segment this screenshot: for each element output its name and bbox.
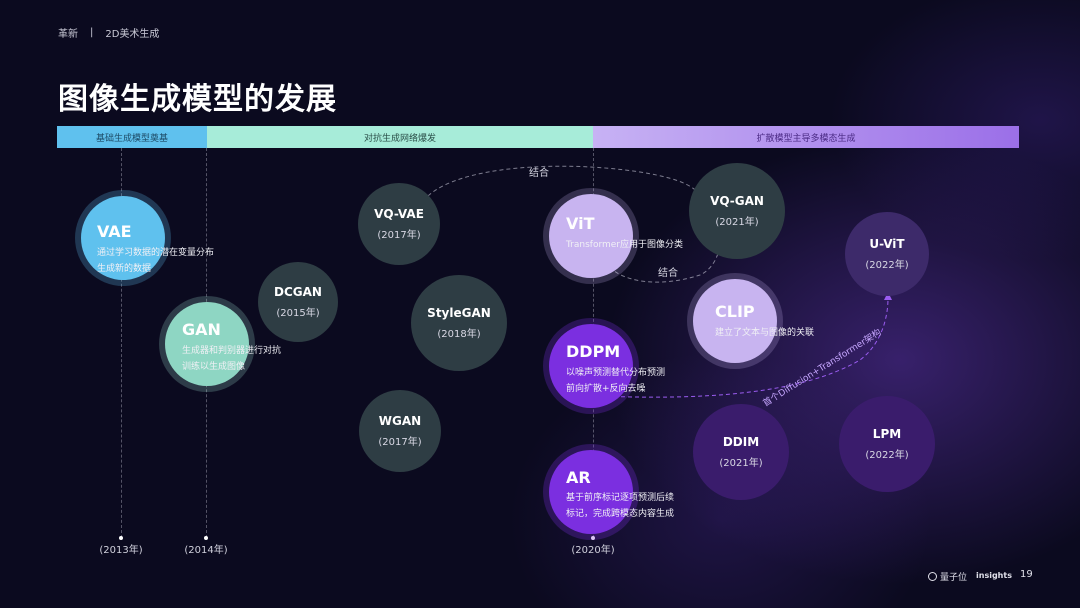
year-2014: (2014年) [184,545,228,556]
ddpm-desc-line1: 以噪声预测替代分布预测 [566,368,666,378]
model-vqvae[interactable]: VQ-VAE (2017年) [358,183,440,265]
clip-name: CLIP [715,302,755,321]
model-ddim[interactable]: DDIM (2021年) [693,404,789,500]
ddpm-name: DDPM [566,342,621,361]
phase-diffusion: 扩散模型主导多模态生成 [593,126,1019,148]
vit-circle [549,194,633,278]
ddim-name: DDIM [722,435,760,449]
ar-desc-line1: 基于前序标记逐项预测后续 [566,493,675,503]
phase-foundation: 基础生成模型奠基 [57,126,207,148]
gan-name: GAN [182,320,221,339]
footer-insights: insights [976,571,1012,580]
stylegan-year: (2018年) [437,329,481,340]
model-wgan[interactable]: WGAN (2017年) [359,390,441,472]
dcgan-year: (2015年) [276,308,320,319]
arrowhead-uvit [884,292,892,300]
uvit-name: U-ViT [869,237,905,251]
model-vqgan[interactable]: VQ-GAN (2021年) [689,163,785,259]
timeline-line-2013 [121,148,122,538]
footer-brand: 量子位 [928,570,967,583]
gan-desc-line1: 生成器和判别器进行对抗 [182,346,282,356]
timeline-dot-2020 [591,536,595,540]
dcgan-name: DCGAN [274,285,322,299]
model-stylegan[interactable]: StyleGAN (2018年) [411,275,507,371]
clip-desc-line1: 建立了文本与图像的关联 [715,328,815,338]
stylegan-name: StyleGAN [427,306,491,320]
vae-name: VAE [97,222,132,241]
vae-desc-line1: 通过学习数据的潜在变量分布 [97,248,215,258]
wgan-year: (2017年) [378,437,422,448]
wgan-name: WGAN [378,414,422,428]
page-title: 图像生成模型的发展 [58,82,337,117]
link-label-combine-mid: 结合 [658,268,678,279]
phase-gan-boom: 对抗生成网络爆发 [207,126,593,148]
vit-name: ViT [566,214,595,233]
year-2020: (2020年) [571,545,615,556]
uvit-year: (2022年) [865,260,909,271]
timeline-dot-2013 [119,536,123,540]
year-2013: (2013年) [99,545,143,556]
vqvae-year: (2017年) [377,230,421,241]
ddpm-desc-line2: 前向扩散+反向去噪 [566,384,646,394]
ar-name: AR [566,468,591,487]
model-uvit[interactable]: U-ViT (2022年) [845,212,929,296]
vae-desc-line2: 生成新的数据 [97,264,152,274]
vit-desc-line1: Transformer应用于图像分类 [566,240,684,250]
vqgan-year: (2021年) [715,217,759,228]
gan-desc-line2: 训练以生成图像 [182,362,246,372]
quantum-bit-logo-icon [928,572,937,581]
breadcrumb-topic[interactable]: 2D美术生成 [105,29,160,40]
model-lpm[interactable]: LPM (2022年) [839,396,935,492]
ar-circle [549,450,633,534]
ar-desc-line2: 标记，完成跨模态内容生成 [566,509,675,519]
lpm-year: (2022年) [865,450,909,461]
breadcrumb-separator: | [90,27,94,38]
ddim-year: (2021年) [719,458,763,469]
gan-circle [165,302,249,386]
clip-circle [693,279,777,363]
breadcrumb-section[interactable]: 革新 [58,29,78,40]
vqgan-name: VQ-GAN [710,194,764,208]
model-dcgan[interactable]: DCGAN (2015年) [258,262,338,342]
timeline-dot-2014 [204,536,208,540]
vqvae-name: VQ-VAE [374,207,424,221]
ddpm-circle [549,324,633,408]
page-number: 19 [1020,569,1033,580]
footer-brand-text: 量子位 [940,573,968,583]
link-label-combine-top: 结合 [529,168,549,179]
breadcrumb: 革新 | 2D美术生成 [58,25,159,40]
link-ddpm-uvit [599,297,889,398]
vae-circle [81,196,165,280]
lpm-name: LPM [872,427,902,441]
